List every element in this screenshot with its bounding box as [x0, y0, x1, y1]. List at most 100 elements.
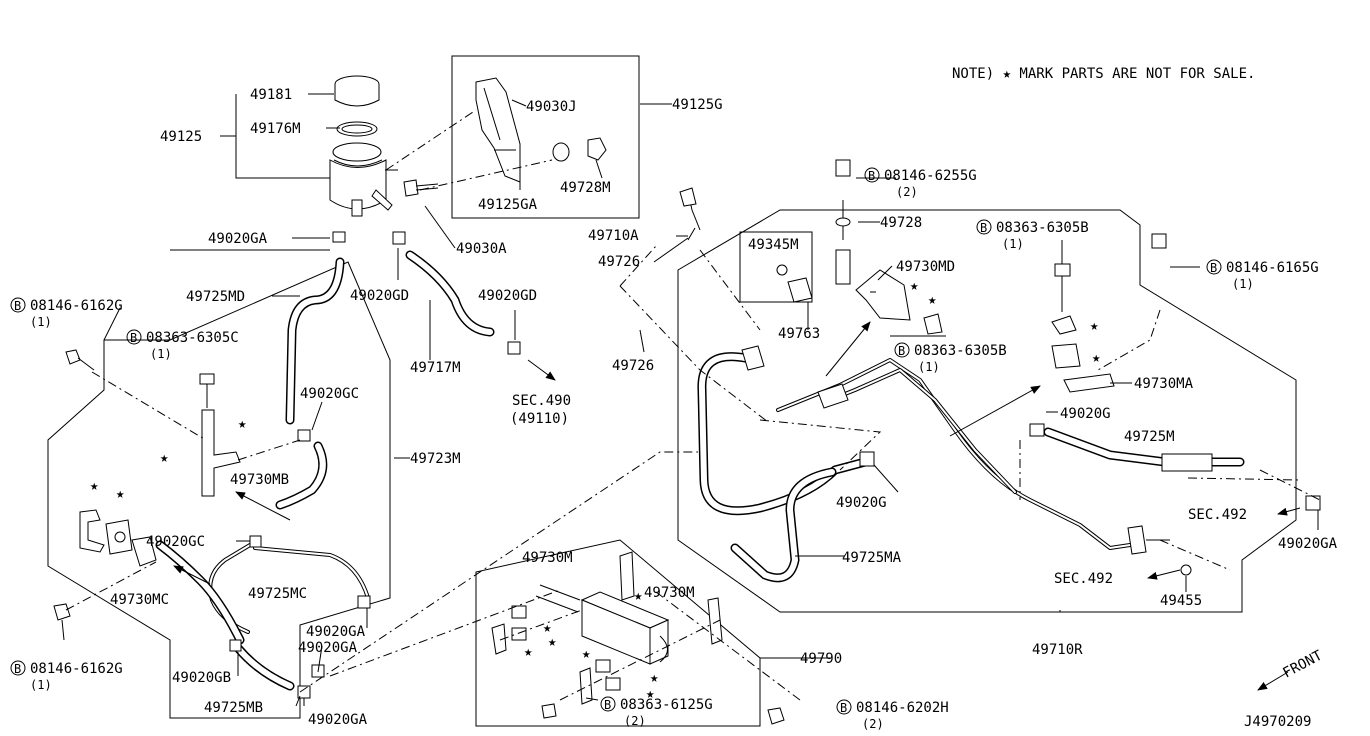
bracket-bolt-49030a	[403, 179, 439, 197]
qty-08146-6162g-bot: (1)	[30, 678, 52, 692]
label-49723m: 49723M	[410, 451, 461, 467]
return-tube-49710a	[679, 187, 701, 241]
star-icon: ★	[1090, 318, 1099, 334]
star-icon: ★	[116, 486, 125, 502]
label-08363-6305b-b: 08363-6305B	[914, 343, 1007, 359]
star-icon: ★	[650, 670, 659, 686]
label-sec490-sub: (49110)	[510, 411, 569, 427]
not-for-sale-marks: ★ ★ ★ ★ ★ ★ ★ ★ ★ ★ ★ ★ ★ ★ ★	[90, 278, 1101, 702]
clip-pair-left	[79, 509, 133, 555]
label-49020ga-top: 49020GA	[208, 231, 268, 247]
star-icon: ★	[548, 634, 557, 650]
reservoir-gasket	[336, 121, 378, 137]
svg-text:B: B	[14, 662, 21, 676]
callout-labels: NOTE) ★ MARK PARTS ARE NOT FOR SALE. 491…	[30, 66, 1338, 731]
label-08146-6165g: 08146-6165G	[1226, 260, 1319, 276]
label-sec492-a: SEC.492	[1188, 507, 1247, 523]
qty-08146-6165g: (1)	[1232, 277, 1254, 291]
label-49176m: 49176M	[250, 121, 301, 137]
qty-08363-6305b-a: (1)	[1002, 237, 1024, 251]
label-49710a: 49710A	[588, 228, 639, 244]
hose-49725mb	[233, 643, 295, 691]
front-label: FRONT	[1280, 647, 1325, 681]
circled-b-icon: B	[600, 696, 616, 712]
svg-text:B: B	[868, 169, 875, 183]
star-icon: ★	[646, 686, 655, 702]
label-49020g-a: 49020G	[1060, 406, 1111, 422]
svg-text:B: B	[14, 299, 21, 313]
label-08146-6162g-top: 08146-6162G	[30, 298, 123, 314]
clamp-49020gb	[229, 639, 242, 652]
label-49455: 49455	[1160, 593, 1202, 609]
label-49725m: 49725M	[1124, 429, 1175, 445]
label-49020gd-b: 49020GD	[478, 288, 537, 304]
clamp-49020ga-m1	[357, 595, 371, 609]
reservoir-tank	[329, 142, 398, 217]
label-49020ga-bot: 49020GA	[308, 712, 368, 728]
label-49020g-b: 49020G	[836, 495, 887, 511]
label-49790: 49790	[800, 651, 842, 667]
circled-b-icon: B	[1206, 259, 1222, 275]
right-assembly-outline	[677, 209, 1297, 613]
label-49125g: 49125G	[672, 97, 723, 113]
label-49730ma: 49730MA	[1134, 376, 1194, 392]
bolt-08146-6162g-top	[65, 349, 95, 371]
bracket-49730mb	[201, 409, 241, 497]
label-49726-b: 49726	[612, 358, 654, 374]
bolt-08146-6162g-bot	[53, 603, 71, 641]
star-icon: ★	[90, 478, 99, 494]
label-49181: 49181	[250, 87, 292, 103]
label-49763: 49763	[778, 326, 820, 342]
star-icon: ★	[160, 450, 169, 466]
reservoir-bracket	[475, 77, 607, 183]
circled-b-icon: B	[10, 660, 26, 676]
label-49020gb: 49020GB	[172, 670, 231, 686]
diagram-id: J4970209	[1244, 714, 1311, 730]
label-49020gc-b: 49020GC	[146, 534, 205, 550]
star-icon: ★	[524, 644, 533, 660]
star-icon: ★	[1092, 350, 1101, 366]
star-icon: ★	[928, 292, 937, 308]
label-49710r: 49710R	[1032, 642, 1083, 658]
label-49730m-b: 49730M	[644, 585, 695, 601]
label-49726-a: 49726	[598, 254, 640, 270]
bolt-08146-6202h	[767, 707, 785, 725]
qty-08146-6162g-top: (1)	[30, 315, 52, 329]
star-icon: ★	[910, 278, 919, 294]
label-08146-6255g: 08146-6255G	[884, 168, 977, 184]
bolt-markers: B B B B B B B B B	[10, 167, 1222, 715]
qty-08146-6202h: (2)	[862, 717, 884, 731]
oil-cooler-49790	[491, 551, 723, 705]
reservoir-cap	[334, 75, 380, 107]
label-49730mb: 49730MB	[230, 472, 289, 488]
label-49020ga-m2: 49020GA	[298, 640, 358, 656]
label-49730md: 49730MD	[896, 259, 955, 275]
star-icon: ★	[634, 588, 643, 604]
label-49345m: 49345M	[748, 237, 799, 253]
qty-08146-6255g: (2)	[896, 185, 918, 199]
cooler-frame	[475, 539, 761, 727]
label-08363-6125g: 08363-6125G	[620, 697, 713, 713]
label-49717m: 49717M	[410, 360, 461, 376]
clamp-49020gc-b	[249, 535, 262, 548]
clamp-49020ga-r	[1305, 495, 1321, 511]
flow-arrows	[173, 321, 1301, 691]
svg-text:B: B	[130, 331, 137, 345]
bolt-08363-6125g	[541, 703, 557, 719]
clamp-49020g-b	[859, 451, 875, 467]
qty-08363-6305b-b: (1)	[918, 360, 940, 374]
clamp-49020gd-a	[392, 231, 406, 245]
bracket-49730mc	[131, 536, 157, 567]
label-49730mc: 49730MC	[110, 592, 169, 608]
svg-text:B: B	[1210, 261, 1217, 275]
label-49030j: 49030J	[526, 99, 577, 115]
star-icon: ★	[238, 416, 247, 432]
clip-49455	[1180, 564, 1192, 576]
qty-08363-6125g: (2)	[624, 714, 646, 728]
label-49020ga-r: 49020GA	[1278, 536, 1338, 552]
hose-49725md	[285, 257, 345, 425]
svg-text:B: B	[840, 701, 847, 715]
label-49020ga-m1: 49020GA	[306, 624, 366, 640]
label-49725mc: 49725MC	[248, 586, 307, 602]
